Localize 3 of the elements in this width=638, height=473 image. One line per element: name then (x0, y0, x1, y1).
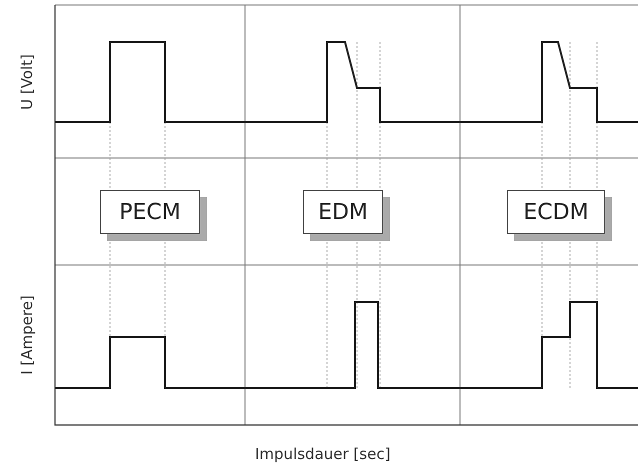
axis-label: I [Ampere] (18, 295, 36, 375)
axis-label: Impulsdauer [sec] (255, 445, 390, 463)
axis-label: U [Volt] (18, 54, 36, 110)
